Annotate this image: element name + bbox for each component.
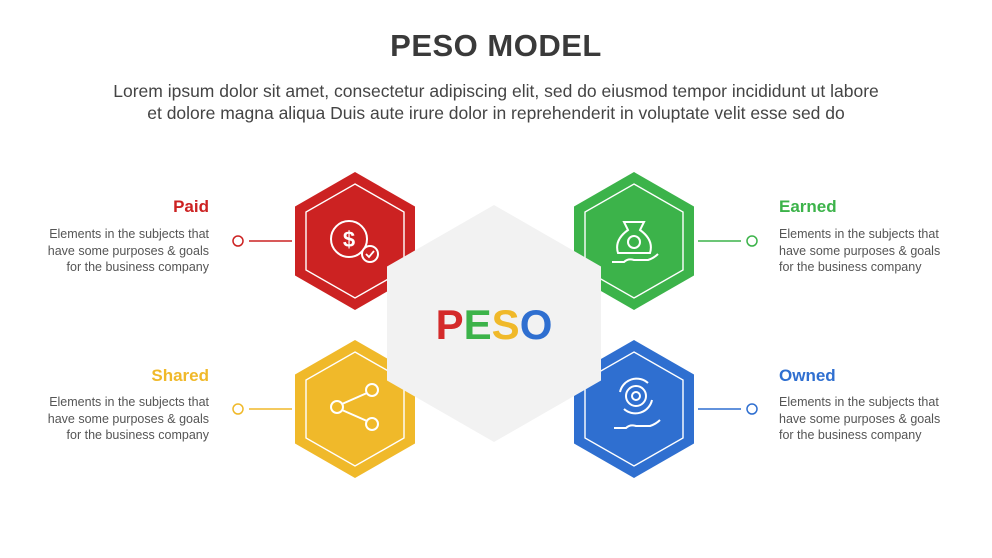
connector-shared — [232, 403, 292, 415]
peso-letter-s: S — [492, 301, 520, 348]
peso-letter-o: O — [520, 301, 553, 348]
owned-description: Elements in the subjects that have some … — [779, 394, 959, 444]
paid-desc-line-3: for the business company — [66, 260, 209, 274]
subtitle-line-1: Lorem ipsum dolor sit amet, consectetur … — [113, 81, 879, 101]
money-bag-hand-icon — [612, 221, 659, 263]
paid-description: Elements in the subjects that have some … — [29, 226, 209, 276]
share-icon — [330, 383, 379, 431]
owned-title: Owned — [779, 366, 836, 385]
hexagon-paid: $ — [295, 172, 415, 310]
earned-description: Elements in the subjects that have some … — [779, 226, 959, 276]
peso-letter-e: E — [464, 301, 492, 348]
shared-desc-line-3: for the business company — [66, 428, 209, 442]
center-hexagon: PESO — [387, 205, 601, 442]
money-check-icon: $ — [330, 220, 379, 263]
page-subtitle: Lorem ipsum dolor sit amet, consectetur … — [40, 80, 952, 124]
svg-text:PESO: PESO — [436, 301, 553, 348]
shared-desc-line-1: Elements in the subjects that — [49, 395, 209, 409]
connector-paid — [232, 235, 292, 247]
owned-desc-line-1: Elements in the subjects that — [779, 395, 939, 409]
connector-earned — [698, 235, 758, 247]
earned-desc-line-1: Elements in the subjects that — [779, 227, 939, 241]
earned-title: Earned — [779, 197, 837, 216]
paid-desc-line-1: Elements in the subjects that — [49, 227, 209, 241]
earned-desc-line-2: have some purposes & goals — [779, 243, 941, 258]
page-title: PESO MODEL — [390, 28, 602, 63]
earned-desc-line-3: for the business company — [779, 260, 922, 274]
paid-desc-line-2: have some purposes & goals — [47, 243, 209, 258]
svg-text:$: $ — [343, 227, 355, 252]
connector-owned — [698, 403, 758, 415]
shared-desc-line-2: have some purposes & goals — [47, 411, 209, 426]
gear-hand-icon — [614, 377, 661, 429]
hexagon-earned — [574, 172, 694, 310]
shared-title: Shared — [151, 366, 209, 385]
paid-title: Paid — [173, 197, 209, 216]
peso-letter-p: P — [436, 301, 464, 348]
owned-desc-line-2: have some purposes & goals — [779, 411, 941, 426]
hexagon-owned — [574, 340, 694, 478]
owned-desc-line-3: for the business company — [779, 428, 922, 442]
shared-description: Elements in the subjects that have some … — [29, 394, 209, 444]
subtitle-line-2: et dolore magna aliqua Duis aute irure d… — [147, 103, 845, 123]
